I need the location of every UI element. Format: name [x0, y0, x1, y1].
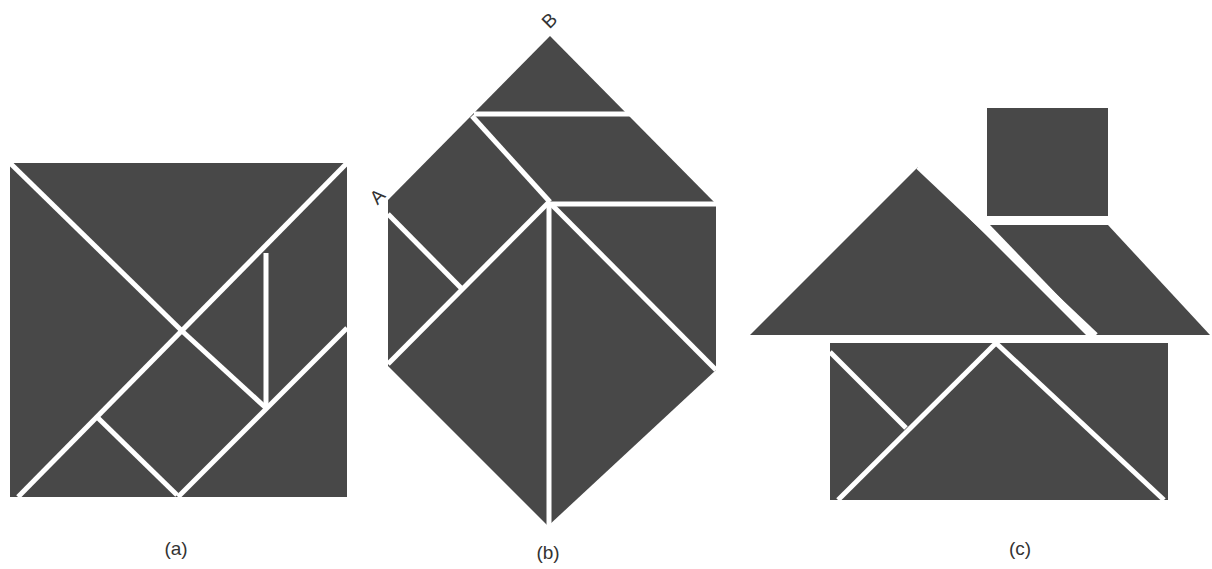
- cut-line: [178, 328, 347, 497]
- cut-line: [550, 202, 716, 207]
- roof-parallelogram: [990, 225, 1210, 335]
- house-body: [830, 343, 1168, 500]
- figure-label: (b): [536, 543, 559, 562]
- cut-line: [547, 202, 552, 526]
- figure-label: (c): [1009, 539, 1031, 558]
- cut-line: [388, 214, 463, 290]
- cut-line: [18, 163, 347, 497]
- cut-line: [996, 343, 1164, 500]
- figure-label: (a): [164, 539, 187, 558]
- cut-line: [10, 163, 182, 331]
- point-label: A: [366, 185, 388, 207]
- cut-line: [264, 253, 269, 408]
- tangram-square: [10, 163, 347, 497]
- cut-line: [472, 116, 550, 202]
- cut-line: [918, 167, 1096, 335]
- cut-line: [388, 202, 549, 364]
- cut-line: [551, 204, 716, 370]
- cut-line: [474, 112, 634, 117]
- cut-line: [97, 417, 177, 495]
- chimney-square: [987, 108, 1108, 216]
- cut-line: [838, 343, 996, 500]
- cut-line: [830, 352, 906, 428]
- cut-line: [182, 331, 266, 408]
- point-label: B: [538, 9, 560, 31]
- tangram-figure: [388, 36, 716, 526]
